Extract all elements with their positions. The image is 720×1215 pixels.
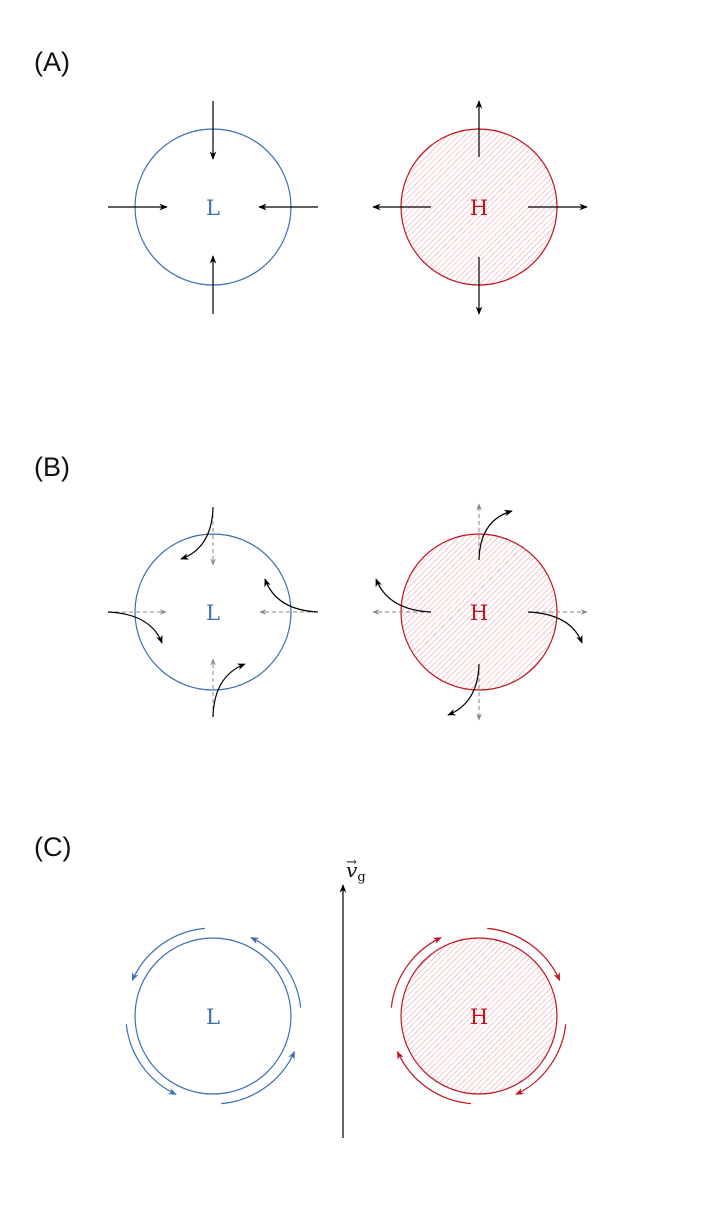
high-pressure-label: H [470, 1005, 488, 1029]
panel-b-low-pressure: L [107, 506, 319, 718]
vector-subscript: g [357, 870, 365, 885]
circulation-arrow-upper-right [487, 927, 561, 982]
panel-b-high-pressure: H [372, 503, 588, 721]
low-pressure-circle-icon [134, 533, 292, 691]
panel-c: (C) vg → L H [34, 832, 567, 1138]
circulation-arrow-lower-left [396, 1050, 471, 1105]
deflected-arrow-west [107, 611, 163, 644]
panel-a-high-pressure: H [372, 100, 588, 315]
circulation-arrow-lower-left [125, 1024, 177, 1095]
circulation-arrow-lower-right [221, 1050, 296, 1105]
deflected-arrow-south [447, 663, 480, 716]
panel-c-low-pressure: L [125, 927, 302, 1105]
vector-overarrow: → [346, 855, 357, 870]
panel-a: (A) L H [34, 47, 588, 315]
circulation-arrow-upper-left [390, 937, 442, 1008]
deflected-arrow-south [212, 663, 246, 718]
deflected-arrow-north [478, 509, 513, 561]
circulation-arrow-upper-right [250, 937, 302, 1008]
low-pressure-label: L [206, 1005, 220, 1029]
circulation-arrow-upper-left [131, 927, 205, 982]
deflected-arrow-east [527, 611, 583, 644]
deflected-arrow-west [375, 578, 432, 613]
panel-b-label: (B) [34, 452, 70, 482]
vector-label: vg [346, 858, 366, 885]
high-pressure-circle-icon [400, 937, 558, 1095]
deflected-arrow-north [180, 506, 214, 560]
panel-c-label: (C) [34, 832, 71, 862]
panel-c-high-pressure: H [390, 927, 567, 1105]
panel-a-label: (A) [34, 47, 70, 77]
high-pressure-label: H [470, 601, 488, 625]
circulation-arrow-lower-right [515, 1024, 567, 1095]
vector-symbol: v [346, 858, 358, 882]
geostrophic-wind-vector: vg → [339, 855, 366, 1138]
panel-a-low-pressure: L [108, 101, 318, 314]
high-pressure-label: H [470, 196, 488, 220]
panel-b: (B) L H [34, 452, 588, 721]
low-pressure-label: L [206, 196, 220, 220]
deflected-arrow-east [264, 578, 319, 613]
low-pressure-circle-icon [134, 937, 292, 1095]
low-pressure-label: L [206, 601, 220, 625]
